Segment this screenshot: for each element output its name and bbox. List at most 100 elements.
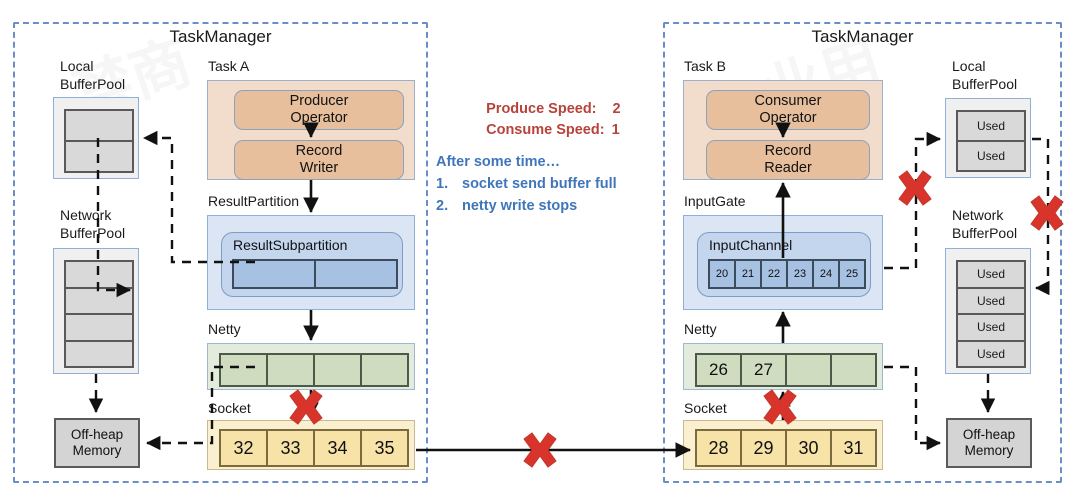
right-task-box: Consumer Operator Record Reader: [683, 80, 883, 180]
netty-slot: [362, 355, 407, 385]
right-local-bufferpool-label-2: BufferPool: [952, 76, 1018, 92]
right-taskmanager-panel: [663, 22, 1062, 483]
left-network-bufferpool-label-2: BufferPool: [60, 225, 126, 241]
buffer-cell: [66, 111, 132, 142]
buffer-cell-used: Used: [976, 346, 1005, 361]
socket-slot: 35: [362, 431, 407, 465]
buffer-cell-used: Used: [958, 112, 1024, 142]
after-some-time-title: After some time…: [436, 154, 561, 170]
input-gate-label: InputGate: [684, 193, 746, 209]
record-reader-line-1: Record: [764, 142, 812, 159]
result-subpartition-label: ResultSubpartition: [233, 237, 348, 253]
right-netty-slots: 26 27: [695, 353, 877, 387]
right-network-bufferpool-cells: Used Used Used Used: [956, 260, 1026, 368]
netty-slot: 27: [742, 355, 787, 385]
after-item-1-number: 1.: [436, 176, 449, 192]
input-channel-slots: 20 21 22 23 24 25: [708, 259, 866, 289]
input-channel-box: InputChannel 20 21 22 23 24 25: [697, 232, 871, 297]
right-netty-label: Netty: [684, 321, 717, 337]
netty-slot: [268, 355, 315, 385]
right-network-bufferpool-box: Used Used Used Used: [945, 248, 1031, 374]
left-socket-label: Socket: [208, 400, 251, 416]
left-socket-slots: 32 33 34 35: [219, 429, 409, 467]
buffer-cell-used: Used: [958, 315, 1024, 342]
record-writer-line-2: Writer: [299, 160, 339, 176]
buffer-cell-used: Used: [958, 262, 1024, 289]
left-network-bufferpool-cells: [64, 260, 134, 368]
right-offheap-line-2: Memory: [964, 443, 1014, 458]
right-network-bufferpool-label-1: Network: [952, 207, 1004, 223]
buffer-cell: [66, 142, 132, 171]
consume-speed-value: 1: [611, 122, 620, 139]
buffer-cell-used: Used: [976, 149, 1005, 163]
produce-speed-value: 2: [612, 101, 621, 118]
result-subpartition-slots: [232, 259, 398, 289]
left-netty-slots: [219, 353, 409, 387]
right-local-bufferpool-label-1: Local: [952, 58, 986, 74]
record-reader-line-2: Reader: [764, 160, 812, 176]
left-taskmanager-title: TaskManager: [169, 27, 272, 46]
socket-slot: 31: [832, 431, 875, 465]
channel-slot: 20: [710, 261, 736, 287]
left-local-bufferpool-cells: [64, 109, 134, 173]
left-netty-box: [207, 343, 415, 390]
buffer-slot: [234, 261, 316, 287]
left-task-box: Producer Operator Record Writer: [207, 80, 415, 180]
left-offheap-line-2: Memory: [72, 443, 122, 458]
socket-slot: 28: [697, 431, 742, 465]
left-offheap-memory-box: Off-heap Memory: [54, 418, 140, 468]
produce-speed-note: Produce Speed: 2: [470, 78, 621, 141]
channel-slot: 22: [762, 261, 788, 287]
after-item-1-text: socket send buffer full: [462, 176, 617, 192]
input-channel-label: InputChannel: [709, 237, 793, 253]
netty-slot: [315, 355, 362, 385]
after-item-2: 2.netty write stops: [436, 196, 577, 218]
right-offheap-line-1: Off-heap: [962, 426, 1016, 442]
netty-slot: [832, 355, 875, 385]
left-network-bufferpool-box: [53, 248, 139, 374]
after-item-2-number: 2.: [436, 198, 449, 214]
netty-slot: 26: [697, 355, 742, 385]
channel-slot: 25: [840, 261, 864, 287]
buffer-cell: [66, 315, 132, 342]
buffer-slot: [316, 261, 396, 287]
record-writer-line-1: Record: [295, 142, 343, 159]
consumer-operator-box: Consumer Operator: [706, 90, 870, 130]
result-subpartition-box: ResultSubpartition: [221, 232, 403, 297]
after-item-1: 1. socket send buffer full: [436, 174, 617, 196]
right-taskmanager-title: TaskManager: [811, 27, 914, 46]
right-task-label: Task B: [684, 58, 727, 74]
channel-slot: 21: [736, 261, 762, 287]
netty-slot: [221, 355, 268, 385]
socket-slot: 32: [221, 431, 268, 465]
left-local-bufferpool-box: [53, 97, 139, 179]
network-transfer-blocked-icon: [523, 432, 557, 468]
channel-slot: 23: [788, 261, 814, 287]
channel-slot: 24: [814, 261, 840, 287]
left-local-bufferpool-label-2: BufferPool: [60, 76, 126, 92]
producer-operator-line-1: Producer: [289, 92, 349, 109]
left-local-bufferpool-label-1: Local: [60, 58, 94, 74]
produce-speed-label: Produce Speed:: [486, 101, 597, 118]
right-local-bufferpool-box: Used Used: [945, 98, 1031, 178]
socket-slot: 33: [268, 431, 315, 465]
right-socket-slots: 28 29 30 31: [695, 429, 877, 467]
consume-speed-label: Consume Speed:: [486, 122, 605, 139]
record-reader-box: Record Reader: [706, 140, 870, 180]
socket-slot: 34: [315, 431, 362, 465]
netty-slot: [787, 355, 832, 385]
right-local-bufferpool-cells: Used Used: [956, 110, 1026, 172]
right-netty-box: 26 27: [683, 343, 883, 390]
consumer-operator-line-2: Operator: [759, 110, 817, 126]
buffer-cell: [66, 342, 132, 367]
result-partition-box: ResultSubpartition: [207, 215, 415, 310]
input-gate-box: InputChannel 20 21 22 23 24 25: [683, 215, 883, 310]
buffer-cell: [66, 262, 132, 289]
result-partition-label: ResultPartition: [208, 193, 300, 209]
producer-operator-line-2: Operator: [290, 110, 348, 126]
left-task-label: Task A: [208, 58, 250, 74]
consume-speed-note: Consume Speed: 1: [470, 99, 620, 162]
left-offheap-line-1: Off-heap: [70, 426, 124, 442]
right-offheap-memory-box: Off-heap Memory: [946, 418, 1032, 468]
socket-slot: 29: [742, 431, 787, 465]
